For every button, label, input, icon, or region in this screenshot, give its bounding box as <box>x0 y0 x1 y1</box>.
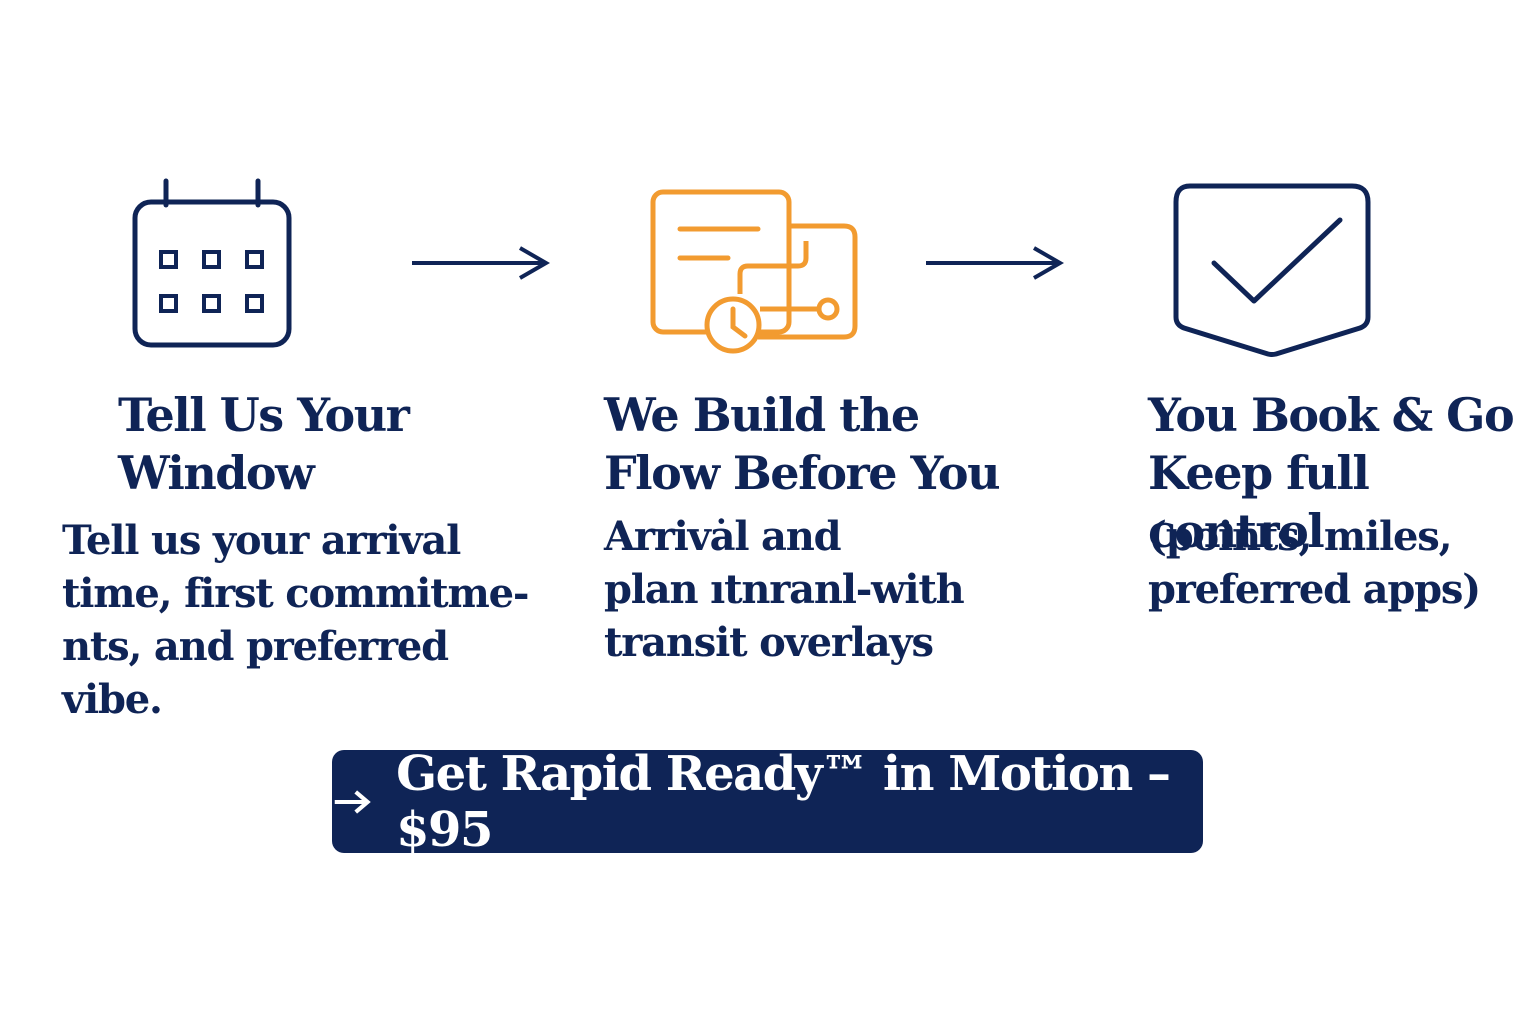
cta-label: Get Rapid Ready™ in Motion – $95 <box>396 745 1171 858</box>
step-2-description: Arrivȧl and plan ıtnranl-with transit ov… <box>604 513 965 666</box>
get-rapid-ready-button[interactable]: Get Rapid Ready™ in Motion – $95 <box>332 746 1203 858</box>
itinerary-flow-icon <box>650 189 858 354</box>
calendar-icon <box>132 178 292 348</box>
arrow-right-icon <box>412 246 550 280</box>
checkmark-shield-icon <box>1173 183 1371 357</box>
step-1-title: Tell Us Your Window <box>118 388 410 500</box>
arrow-right-icon <box>334 789 371 814</box>
step-1-description: Tell us your arrival time, first commitm… <box>62 517 529 723</box>
step-3-description: (points, miles, preferred apps) <box>1148 513 1481 613</box>
step-3-title: You Book & Go Keep full control <box>1148 388 1515 558</box>
step-2-title: We Build the Flow Before You <box>604 388 1001 500</box>
arrow-right-icon <box>926 246 1064 280</box>
